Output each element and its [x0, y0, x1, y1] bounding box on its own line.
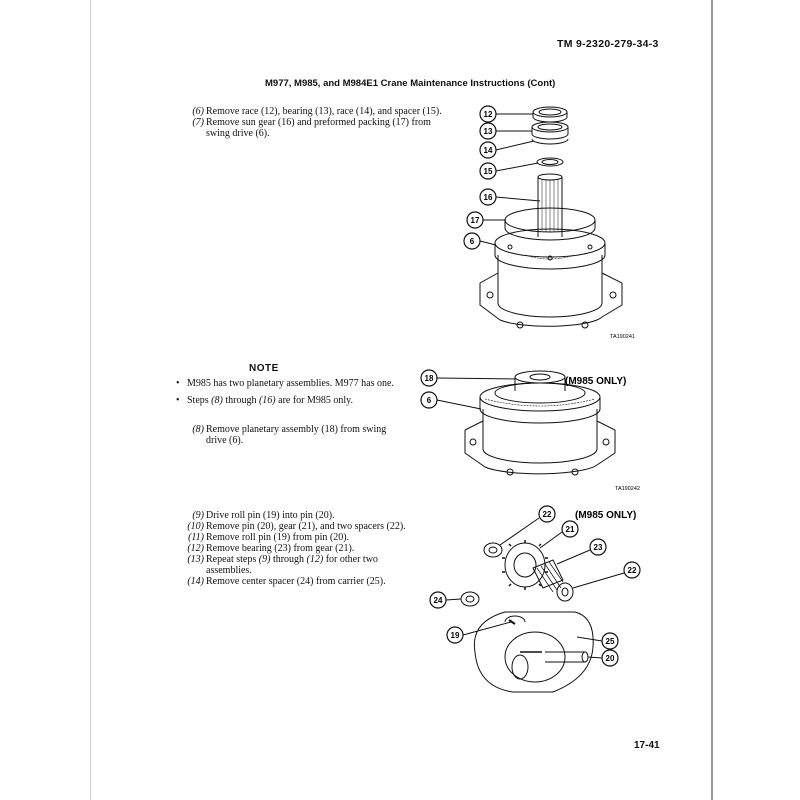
page-title: M977, M985, and M984E1 Crane Maintenance…: [265, 78, 556, 89]
step-6: (6)Remove race (12), bearing (13), race …: [192, 106, 442, 117]
callout-16: 16: [479, 188, 541, 206]
planetary-assembly-figure-2: 18 6 (M985 ONLY) TA190242: [420, 369, 640, 492]
svg-text:13: 13: [484, 127, 493, 136]
step-14: (14)Remove center spacer (24) from carri…: [187, 576, 386, 587]
page-number: 17-41: [634, 740, 660, 751]
gear-assembly-figure-3: 22 21 23 22 24 19 25 20 (M985 ONLY): [429, 505, 641, 693]
swing-drive-figure-1: 12 13 14 15 16 17 6 TA190241: [463, 105, 635, 340]
steps-bottom: (9)Drive roll pin (19) into pin (20). (1…: [180, 510, 420, 587]
callout-25: 25: [576, 632, 619, 650]
fig3-callouts: 22 21 23 22 24 19 25 20: [429, 505, 641, 667]
fig2-tag: TA190242: [615, 486, 640, 492]
svg-text:16: 16: [484, 193, 493, 202]
gear-illustration: [460, 540, 594, 693]
svg-text:18: 18: [425, 374, 434, 383]
svg-text:24: 24: [434, 596, 443, 605]
m985-only-label-2: (M985 ONLY): [575, 510, 636, 521]
m985-only-label-1: (M985 ONLY): [565, 376, 626, 387]
step-11: (11)Remove roll pin (19) from pin (20).: [188, 532, 350, 543]
tm-number: TM 9-2320-279-34-3: [557, 38, 659, 50]
svg-text:22: 22: [628, 566, 637, 575]
svg-text:14: 14: [484, 146, 493, 155]
callout-22a: 22: [499, 505, 556, 546]
document-page: [90, 0, 713, 800]
fig1-callouts: 12 13 14 15 16 17 6: [463, 105, 541, 250]
note-bullets: •M985 has two planetary assemblies. M977…: [176, 378, 406, 406]
svg-text:6: 6: [427, 396, 432, 405]
svg-text:25: 25: [606, 637, 615, 646]
step-9: (9)Drive roll pin (19) into pin (20).: [192, 510, 335, 521]
step-8: (8)Remove planetary assembly (18) from s…: [192, 424, 387, 446]
svg-text:23: 23: [594, 543, 603, 552]
svg-text:12: 12: [484, 110, 493, 119]
svg-text:17: 17: [471, 216, 480, 225]
callout-6b: 6: [420, 391, 482, 410]
svg-text:15: 15: [484, 167, 493, 176]
note-bullet-2: •Steps (8) through (16) are for M985 onl…: [176, 395, 354, 406]
callout-18: 18: [420, 369, 516, 387]
fig1-tag: TA190241: [610, 334, 635, 340]
callout-19: 19: [446, 621, 512, 644]
note-title: NOTE: [249, 363, 279, 374]
callout-20: 20: [587, 649, 619, 667]
planetary-illustration: [464, 370, 616, 476]
svg-text:20: 20: [606, 654, 615, 663]
svg-text:21: 21: [566, 525, 575, 534]
callout-14: 14: [479, 140, 535, 159]
callout-15: 15: [479, 162, 539, 180]
callout-12: 12: [479, 105, 533, 123]
svg-text:22: 22: [543, 510, 552, 519]
step-13: (13)Repeat steps (9) through (12) for ot…: [187, 554, 378, 576]
callout-22b: 22: [572, 561, 641, 589]
step-12: (12)Remove bearing (23) from gear (21).: [187, 543, 355, 554]
note-bullet-1: •M985 has two planetary assemblies. M977…: [176, 378, 394, 389]
steps-top: (6)Remove race (12), bearing (13), race …: [180, 106, 450, 139]
step-7: (7)Remove sun gear (16) and preformed pa…: [192, 117, 431, 139]
callout-24: 24: [429, 591, 462, 609]
step-8-block: (8)Remove planetary assembly (18) from s…: [180, 424, 400, 446]
swing-drive-illustration: [479, 106, 623, 329]
callout-23: 23: [556, 538, 607, 565]
callout-13: 13: [479, 122, 532, 140]
svg-text:6: 6: [470, 237, 475, 246]
step-10: (10)Remove pin (20), gear (21), and two …: [187, 521, 406, 532]
callout-17: 17: [466, 211, 506, 229]
svg-text:19: 19: [451, 631, 460, 640]
callout-6: 6: [463, 232, 497, 250]
callout-21: 21: [539, 520, 579, 549]
fig2-callouts: 18 6: [420, 369, 516, 410]
